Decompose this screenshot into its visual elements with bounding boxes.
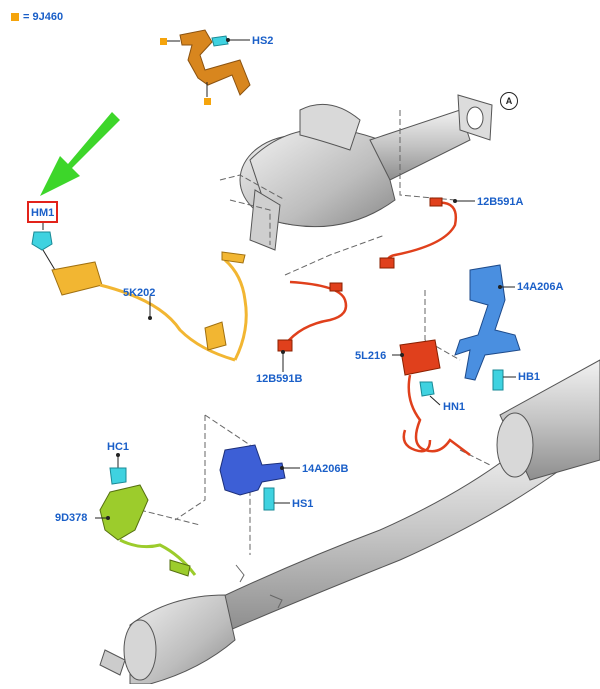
hn1-nut-icon [419,381,441,406]
pipe-hangers [235,564,283,609]
hc1-clip-icon [109,453,127,485]
module-5l216 [392,339,471,456]
catalytic-converter [239,94,493,251]
callout-9d378[interactable]: 9D378 [55,512,88,524]
hs1-bolt-icon [263,487,290,511]
legend-square-marker [204,98,211,105]
yellow-wiring-harness [51,251,248,362]
reference-marker-a: A [500,92,518,110]
callout-hb1[interactable]: HB1 [518,371,541,383]
callout-12b591b[interactable]: 12B591B [256,373,303,385]
callout-5k202[interactable]: 5K202 [123,287,156,299]
hb1-bolt-icon [492,369,516,391]
leader-lines [139,110,491,555]
callout-14a206a[interactable]: 14A206A [517,281,564,293]
sensor-12b591b [277,280,348,372]
callout-hn1[interactable]: HN1 [443,401,466,413]
pointer-arrow [40,112,120,196]
callout-14a206b[interactable]: 14A206B [302,463,349,475]
callout-5l216[interactable]: 5L216 [355,350,387,362]
callout-12b591a[interactable]: 12B591A [477,196,524,208]
callout-hc1[interactable]: HC1 [107,441,130,453]
callout-hm1-highlight[interactable]: HM1 [27,201,59,223]
bracket-14a206b [219,444,300,496]
legend-square-marker [160,38,167,45]
legend-swatch [11,13,19,21]
legend: = 9J460 [11,11,63,23]
bracket-14a206a [454,264,521,381]
legend-label: = 9J460 [23,11,64,23]
sensor-12b591a [379,197,475,269]
callout-hm1[interactable]: HM1 [31,207,55,219]
callout-hs1[interactable]: HS1 [292,498,314,510]
bracket-9d378 [95,484,197,577]
hs2-bolt-icon [211,35,250,47]
orange-bracket [160,29,251,105]
rear-pipe-and-muffler [99,359,600,685]
callout-hs2[interactable]: HS2 [252,35,274,47]
